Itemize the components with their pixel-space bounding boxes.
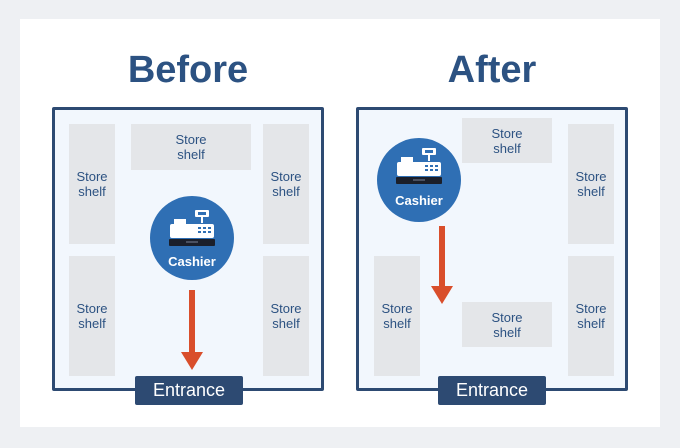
after-shelf-right-top: Store shelf (568, 124, 614, 244)
before-cashier: Cashier (150, 196, 234, 280)
after-room: Store shelf Store shelf Store shelf Stor… (356, 107, 628, 391)
after-shelf-middle-bottom: Store shelf (462, 302, 552, 347)
cash-register-icon (169, 210, 215, 246)
after-shelf-left-bottom: Store shelf (374, 256, 420, 376)
after-cashier-label: Cashier (395, 193, 443, 208)
before-title: Before (127, 49, 249, 91)
before-shelf-left-top: Store shelf (69, 124, 115, 244)
before-shelf-right-bottom: Store shelf (263, 256, 309, 376)
before-shelf-right-top: Store shelf (263, 124, 309, 244)
before-cashier-label: Cashier (168, 254, 216, 269)
before-shelf-top: Store shelf (131, 124, 251, 170)
after-title: After (447, 49, 537, 91)
cash-register-icon (396, 148, 442, 184)
after-entrance: Entrance (438, 376, 546, 405)
after-cashier: Cashier (377, 138, 461, 222)
arrow-down-icon (431, 226, 453, 304)
after-shelf-top: Store shelf (462, 118, 552, 163)
before-room: Store shelf Store shelf Store shelf Stor… (52, 107, 324, 391)
before-shelf-left-bottom: Store shelf (69, 256, 115, 376)
after-shelf-right-bottom: Store shelf (568, 256, 614, 376)
arrow-down-icon (181, 290, 203, 370)
before-entrance: Entrance (135, 376, 243, 405)
